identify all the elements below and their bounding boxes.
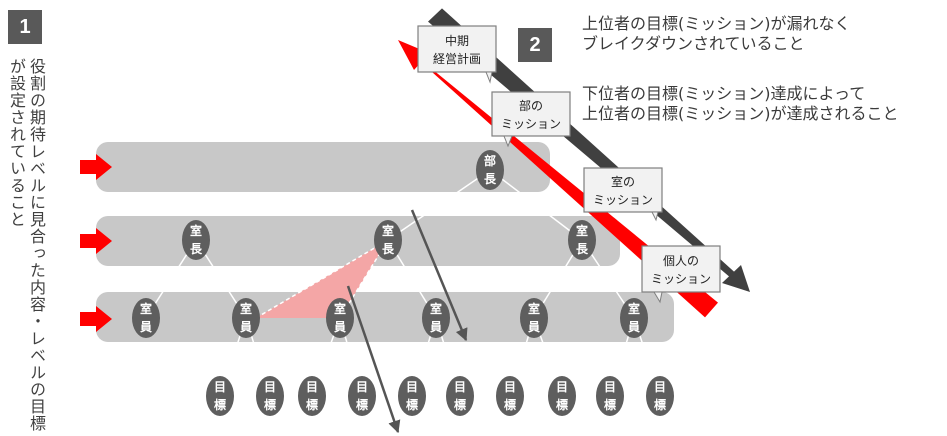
statement-breakdown: 上位者の目標(ミッション)が漏れなく ブレイクダウンされていること xyxy=(582,14,851,54)
node-goal-2: 目標 xyxy=(256,376,284,416)
node-goal-9: 目標 xyxy=(596,376,624,416)
node-goal-9-char-1: 目 xyxy=(604,380,616,394)
node-goal-5-char-1: 目 xyxy=(406,380,418,394)
node-room-head-3-char-1: 室 xyxy=(576,223,588,238)
node-goal-4: 目標 xyxy=(348,376,376,416)
node-dept-head-char-2: 長 xyxy=(484,171,497,186)
node-room-head-2-char-2: 長 xyxy=(382,241,395,256)
node-goal-10: 目標 xyxy=(646,376,674,416)
node-member-4-char-1: 室 xyxy=(430,301,442,316)
number-badge-1: 1 xyxy=(8,10,42,44)
statement-breakdown-line2: ブレイクダウンされていること xyxy=(582,34,805,53)
node-member-4: 室員 xyxy=(422,298,450,338)
node-room-head-3: 室長 xyxy=(568,220,596,260)
achievement-red-arrow xyxy=(398,40,718,318)
node-member-1-char-2: 員 xyxy=(139,320,152,334)
callout-room-mission: 室の ミッション xyxy=(583,167,663,222)
vertical-line-2: ・レベルの目標が設定されていること xyxy=(7,58,46,432)
node-member-5: 室員 xyxy=(520,298,548,338)
vertical-line-1: 役割の期待レベルに見合った内容 xyxy=(27,58,46,313)
node-member-6-char-1: 室 xyxy=(628,301,640,316)
level-band-dept xyxy=(96,142,550,192)
node-dept-head-char-1: 部 xyxy=(484,153,496,168)
node-goal-3-char-2: 標 xyxy=(306,397,318,412)
node-goal-9-char-2: 標 xyxy=(604,397,616,412)
callout-personal-line1: 個人の xyxy=(663,254,699,268)
level-marker-arrow-dept xyxy=(80,154,112,180)
node-room-head-2: 室長 xyxy=(374,220,402,260)
node-member-6-char-2: 員 xyxy=(627,320,640,334)
node-member-3-char-2: 員 xyxy=(333,320,346,334)
node-member-3-char-1: 室 xyxy=(334,301,346,316)
callout-personal-line2: ミッション xyxy=(651,272,711,286)
node-goal-10-char-1: 目 xyxy=(654,380,666,394)
node-goal-6-char-2: 標 xyxy=(454,397,466,412)
node-room-head-1: 室長 xyxy=(182,220,210,260)
statement-achievement-line1: 下位者の目標(ミッション)達成によって xyxy=(582,84,866,103)
node-member-1-char-1: 室 xyxy=(140,301,152,316)
callout-room-line2: ミッション xyxy=(593,193,653,207)
callout-midterm-line1: 中期 xyxy=(445,33,469,48)
level-marker-arrow-room xyxy=(80,228,112,254)
level-marker-arrow-member xyxy=(80,306,112,332)
node-goal-7: 目標 xyxy=(496,376,524,416)
node-member-2: 室員 xyxy=(232,298,260,338)
node-goal-8: 目標 xyxy=(548,376,576,416)
statement-breakdown-line1: 上位者の目標(ミッション)が漏れなく xyxy=(582,14,851,33)
node-goal-4-char-1: 目 xyxy=(356,380,368,394)
node-goal-3-char-1: 目 xyxy=(306,380,318,394)
node-goal-2-char-1: 目 xyxy=(264,380,276,394)
callout-room-line1: 室の xyxy=(611,174,635,189)
node-goal-6: 目標 xyxy=(446,376,474,416)
thin-arrow-room-breakdown xyxy=(410,209,468,342)
node-goal-1-char-2: 標 xyxy=(214,397,226,412)
node-goal-3: 目標 xyxy=(298,376,326,416)
node-goal-8-char-1: 目 xyxy=(556,380,568,394)
node-goal-4-char-2: 標 xyxy=(356,397,368,412)
node-room-head-3-char-2: 長 xyxy=(576,241,589,256)
level-band-member xyxy=(96,292,674,342)
breakdown-dark-arrow xyxy=(428,8,750,293)
node-member-6: 室員 xyxy=(620,298,648,338)
node-goal-6-char-1: 目 xyxy=(454,380,466,394)
node-dept-head: 部長 xyxy=(476,150,504,190)
node-room-head-2-char-1: 室 xyxy=(382,223,394,238)
node-room-head-1-char-2: 長 xyxy=(190,241,203,256)
node-member-5-char-2: 員 xyxy=(527,320,540,334)
node-goal-7-char-2: 標 xyxy=(504,397,516,412)
level-band-room xyxy=(96,216,620,266)
callout-midterm-plan: 中期 経営計画 xyxy=(417,25,497,84)
vertical-description: 役割の期待レベルに見合った内容・レベルの目標が設定されていること xyxy=(6,58,46,436)
node-goal-10-char-2: 標 xyxy=(654,397,666,412)
node-goal-5: 目標 xyxy=(398,376,426,416)
callout-dept-line1: 部の xyxy=(519,98,543,113)
node-goal-1-char-1: 目 xyxy=(214,380,226,394)
node-goal-1: 目標 xyxy=(206,376,234,416)
callout-dept-line2: ミッション xyxy=(501,117,561,131)
node-member-2-char-2: 員 xyxy=(239,320,252,334)
node-member-2-char-1: 室 xyxy=(240,301,252,316)
node-member-5-char-1: 室 xyxy=(528,301,540,316)
statement-achievement: 下位者の目標(ミッション)達成によって 上位者の目標(ミッション)が達成されるこ… xyxy=(582,84,899,124)
callout-dept-mission: 部の ミッション xyxy=(491,91,571,148)
callout-midterm-line2: 経営計画 xyxy=(433,51,481,66)
node-goal-8-char-2: 標 xyxy=(556,397,568,412)
node-goal-7-char-1: 目 xyxy=(504,380,516,394)
thin-arrow-member-breakdown xyxy=(346,285,401,434)
node-member-1: 室員 xyxy=(132,298,160,338)
callout-personal-mission: 個人の ミッション xyxy=(641,245,721,304)
node-member-3: 室員 xyxy=(326,298,354,338)
statement-achievement-line2: 上位者の目標(ミッション)が達成されること xyxy=(582,104,899,123)
node-room-head-1-char-1: 室 xyxy=(190,223,202,238)
number-badge-2: 2 xyxy=(518,28,552,62)
node-member-4-char-2: 員 xyxy=(429,320,442,334)
node-goal-5-char-2: 標 xyxy=(406,397,418,412)
node-goal-2-char-2: 標 xyxy=(264,397,276,412)
